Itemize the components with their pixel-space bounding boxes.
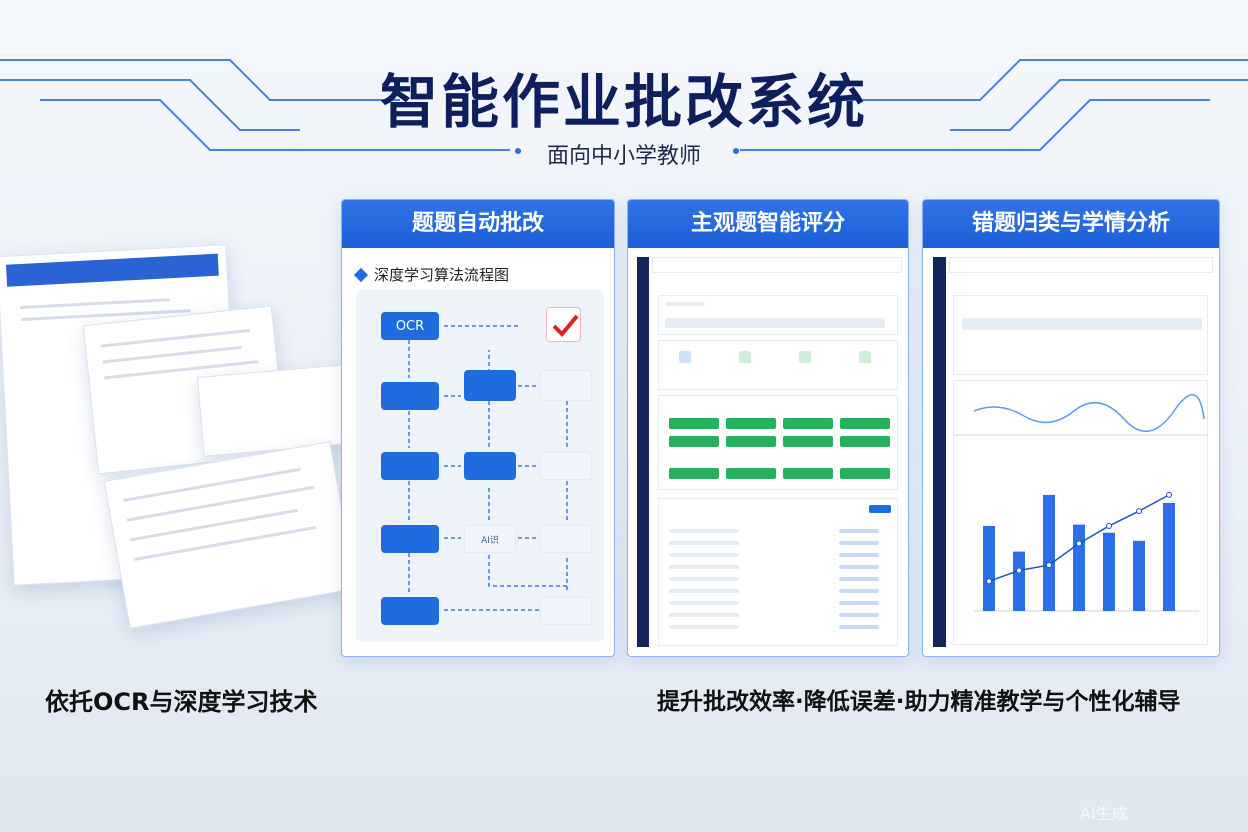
- app-sidebar: [933, 257, 946, 647]
- bar: [1163, 503, 1175, 611]
- page-title: 智能作业批改系统: [379, 68, 868, 136]
- section-title: 深度学习算法流程图: [374, 266, 510, 284]
- node-result: [540, 597, 592, 625]
- watermark: AI生成: [1080, 804, 1128, 823]
- node-feature: [381, 452, 439, 480]
- answer-card: [196, 363, 364, 457]
- page-subtitle: 面向中小学教师: [546, 144, 701, 169]
- mastery-chart: [974, 491, 1199, 612]
- paper-header-bar: [5, 253, 219, 287]
- node-model: [381, 525, 439, 553]
- node-correct: [540, 370, 592, 401]
- bar: [1013, 551, 1025, 611]
- node-ai: AI识: [464, 525, 516, 553]
- caption-right: 提升批改效率·降低误差·助力精准教学与个性化辅导: [657, 689, 1181, 715]
- app-topbar: [652, 257, 902, 273]
- error-category-card: [953, 295, 1208, 375]
- node-recognize: [464, 370, 516, 401]
- bar: [1073, 524, 1085, 611]
- panel-title: 主观题智能评分: [628, 200, 908, 248]
- bar-line-chart-card: [953, 435, 1208, 645]
- bar: [1103, 532, 1115, 611]
- question-types-card: [658, 340, 898, 390]
- node-preprocess: [381, 382, 439, 410]
- checkmark-icon: [546, 307, 581, 342]
- node-partial: [540, 452, 592, 480]
- trend-point: [1106, 522, 1112, 529]
- student-list-card: [658, 498, 898, 646]
- trend-point: [1166, 491, 1172, 498]
- panel-title: 错题归类与学情分析: [923, 200, 1219, 248]
- node-wrong: [540, 525, 592, 553]
- caption-left: 依托OCR与深度学习技术: [45, 688, 318, 716]
- app-sidebar: [637, 257, 649, 647]
- trend-point: [986, 578, 992, 585]
- panel-title: 题题自动批改: [342, 200, 614, 248]
- panel-subjective-scoring: 主观题智能评分: [627, 199, 909, 657]
- node-ocr: OCR: [381, 312, 439, 340]
- trend-card: [953, 380, 1208, 435]
- node-output: [381, 597, 439, 625]
- panel-auto-grading: 题题自动批改 深度学习算法流程图 OCR AI识: [341, 199, 615, 657]
- trend-point: [1076, 540, 1082, 547]
- panel-error-analysis: 错题归类与学情分析: [922, 199, 1220, 657]
- flowchart: OCR AI识: [356, 290, 604, 642]
- trend-point: [1016, 567, 1022, 574]
- trend-point: [1046, 562, 1052, 569]
- trend-point: [1136, 508, 1142, 515]
- circuit-decoration: [0, 59, 1248, 154]
- bar: [1133, 540, 1145, 611]
- bar: [983, 525, 995, 611]
- app-topbar: [949, 257, 1213, 273]
- diamond-icon: [353, 267, 369, 282]
- filter-card: [658, 295, 898, 335]
- score-buttons-card: [658, 395, 898, 490]
- node-judge: [464, 452, 516, 480]
- bar: [1043, 494, 1055, 611]
